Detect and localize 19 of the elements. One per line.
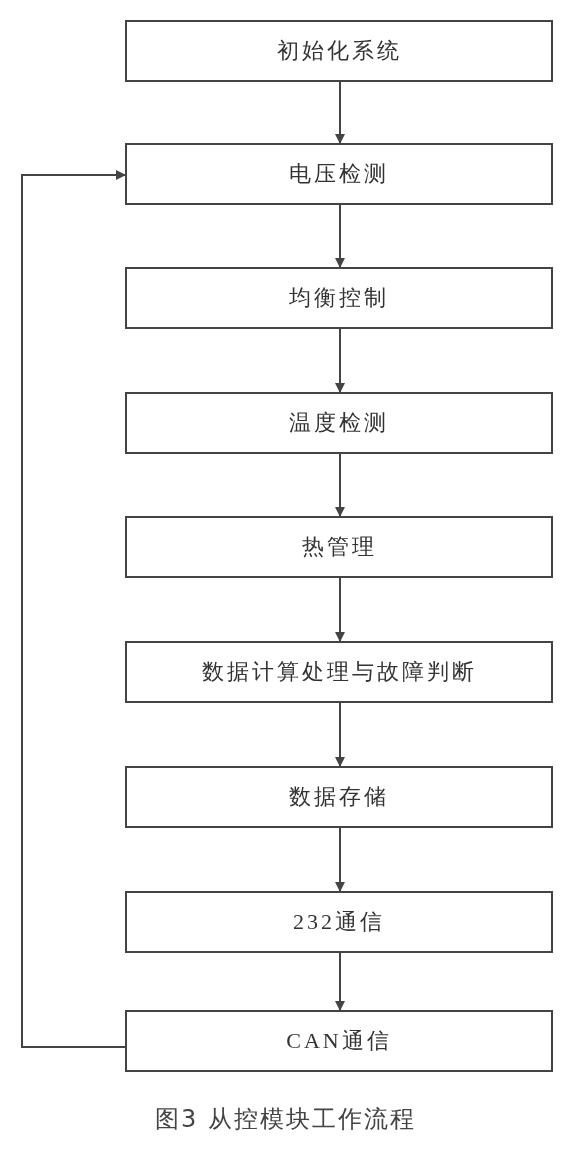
- arrow: [335, 81, 345, 144]
- process-box: 数据存储: [125, 766, 553, 828]
- arrow: [335, 702, 345, 767]
- process-box: 热管理: [125, 516, 553, 578]
- arrow: [335, 204, 345, 268]
- arrow: [335, 827, 345, 892]
- process-box: 232通信: [125, 891, 553, 953]
- process-box: 数据计算处理与故障判断: [125, 641, 553, 703]
- process-box: 均衡控制: [125, 267, 553, 329]
- caption: 图3 从控模块工作流程: [154, 1104, 417, 1135]
- process-box: 初始化系统: [125, 20, 553, 82]
- arrow: [335, 577, 345, 642]
- process-box: 温度检测: [125, 392, 553, 454]
- arrow: [335, 952, 345, 1011]
- arrow: [21, 170, 126, 1048]
- arrow: [335, 453, 345, 517]
- arrow: [335, 328, 345, 393]
- process-box: CAN通信: [125, 1010, 553, 1072]
- process-box: 电压检测: [125, 143, 553, 205]
